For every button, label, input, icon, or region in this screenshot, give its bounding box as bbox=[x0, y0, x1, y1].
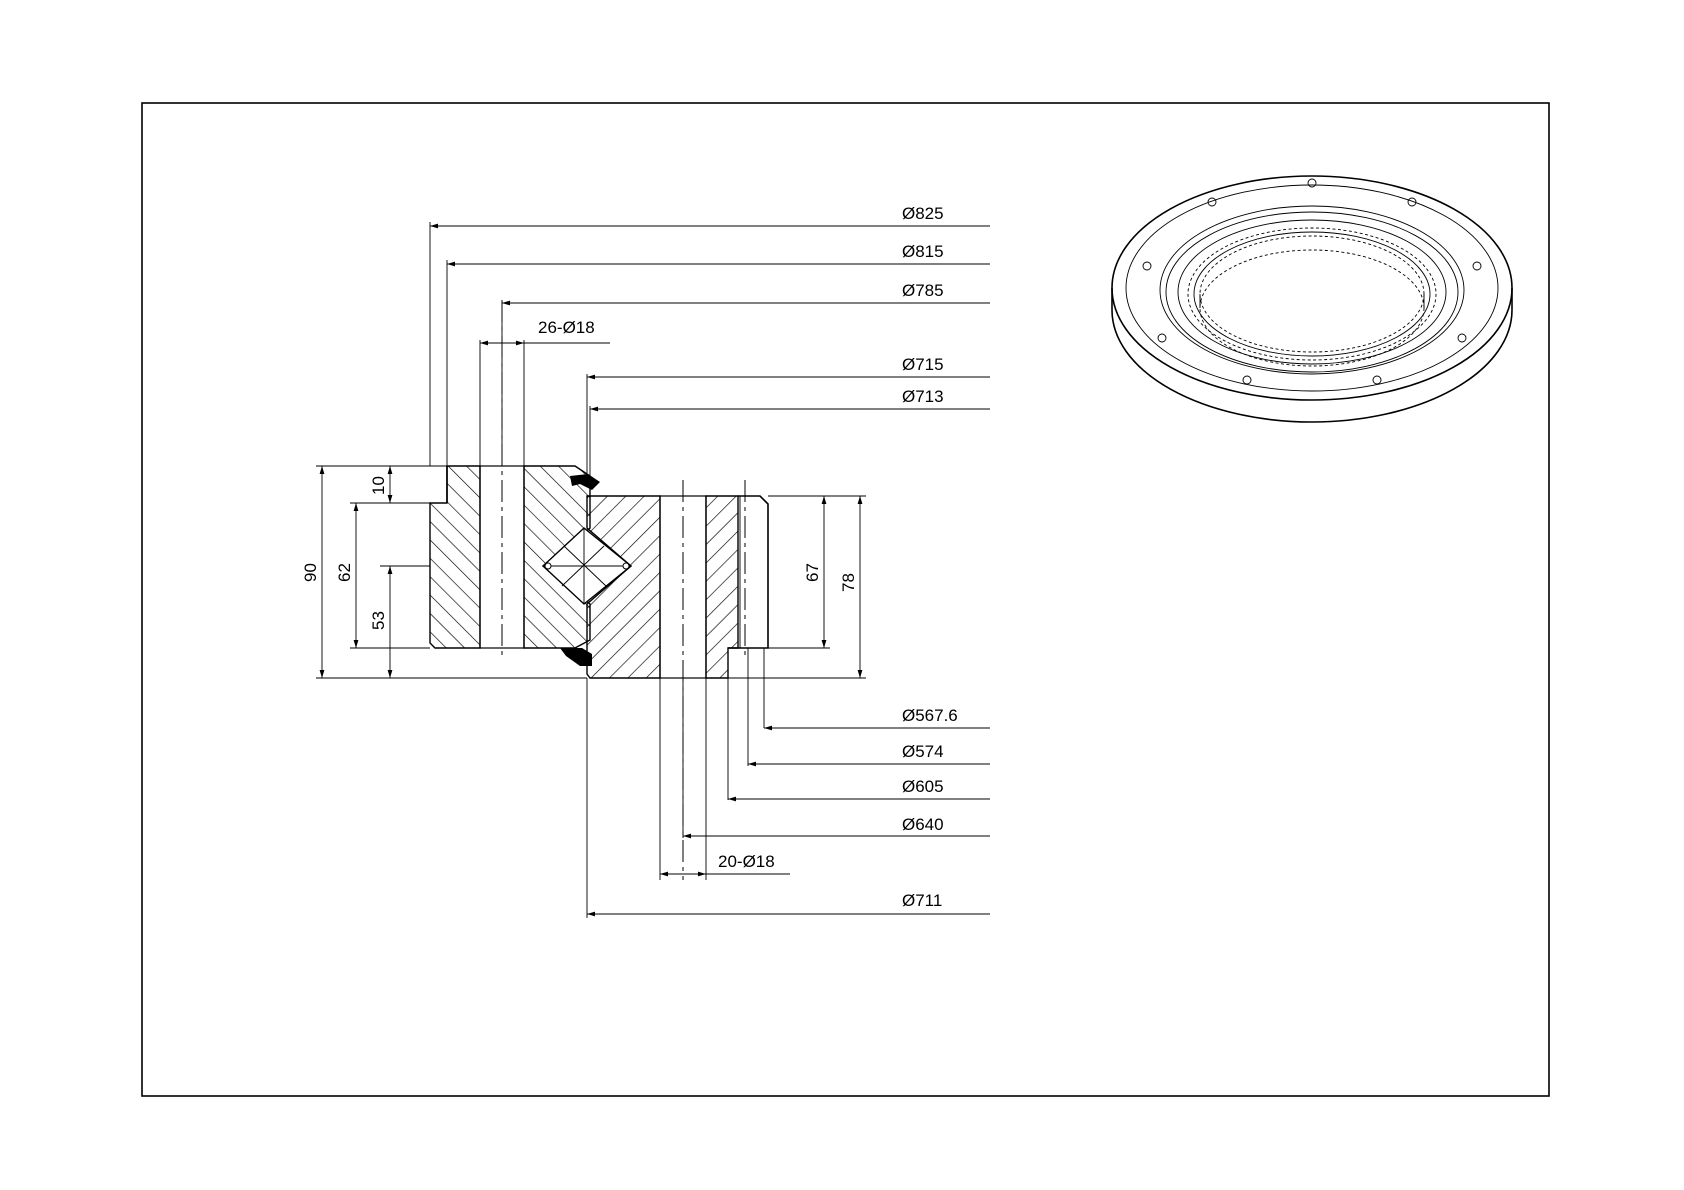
dim-d711: Ø711 bbox=[902, 891, 942, 910]
dim-h53: 53 bbox=[369, 611, 388, 630]
dim-d815: Ø815 bbox=[902, 242, 944, 261]
dim-d574: Ø574 bbox=[902, 742, 944, 761]
dim-d640: Ø640 bbox=[902, 815, 944, 834]
dim-d605: Ø605 bbox=[902, 777, 944, 796]
dim-d715: Ø715 bbox=[902, 355, 944, 374]
top-seal bbox=[570, 474, 600, 490]
dim-d713: Ø713 bbox=[902, 387, 944, 406]
top-diameter-dimensions: Ø825 Ø815 Ø785 26-Ø18 Ø715 Ø713 bbox=[429, 204, 990, 476]
dim-h78: 78 bbox=[839, 573, 858, 592]
bearing-cross-section bbox=[429, 300, 769, 880]
dim-outer-holes: 26-Ø18 bbox=[538, 318, 595, 337]
drawing-frame bbox=[141, 102, 1550, 1097]
bottom-diameter-dimensions: Ø567.6 Ø574 Ø605 Ø640 20-Ø18 Ø711 bbox=[586, 648, 990, 918]
dim-h67: 67 bbox=[803, 563, 822, 582]
outer-ring-left-section bbox=[429, 465, 481, 649]
bottom-seal bbox=[560, 648, 592, 666]
dim-d825: Ø825 bbox=[902, 204, 944, 223]
dim-h90: 90 bbox=[301, 563, 320, 582]
height-dimensions: 10 90 62 53 67 78 bbox=[301, 465, 866, 679]
dim-inner-holes: 20-Ø18 bbox=[718, 852, 775, 871]
inner-ring-gear-section bbox=[705, 495, 739, 679]
dim-h62: 62 bbox=[335, 563, 354, 582]
dim-h10: 10 bbox=[369, 476, 388, 495]
dim-d785: Ø785 bbox=[902, 281, 944, 300]
bearing-isometric-view bbox=[1111, 175, 1513, 423]
dim-d5676: Ø567.6 bbox=[902, 706, 958, 725]
